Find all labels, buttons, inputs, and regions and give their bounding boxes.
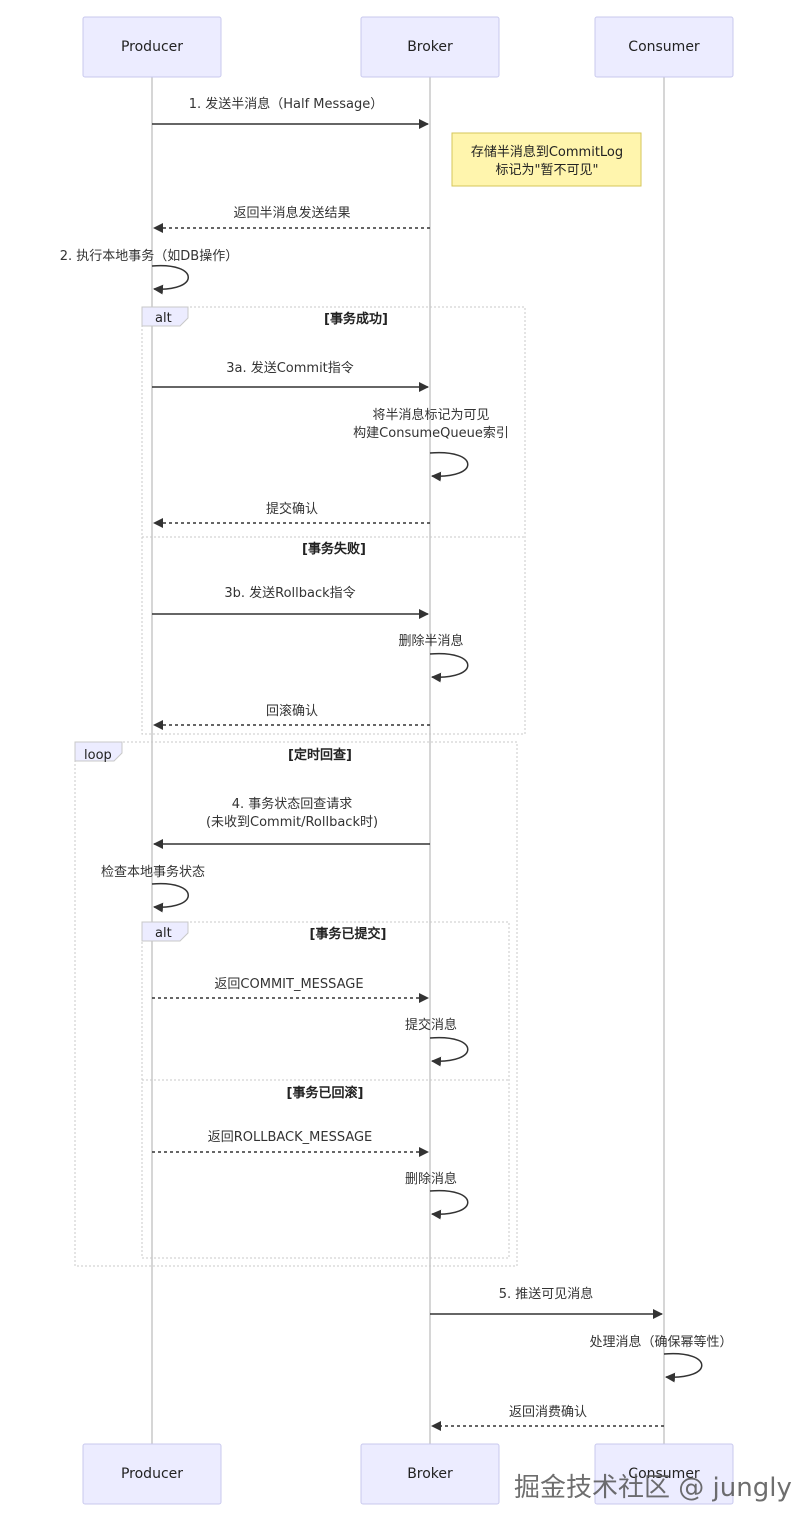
actor-consumer-bottom: Consumer: [594, 1443, 734, 1505]
message-label: 处理消息（确保幂等性）: [589, 1334, 732, 1350]
message-label: 4. 事务状态回查请求: [232, 796, 353, 812]
frame-tag-label: alt: [155, 311, 172, 326]
frame-tag-label: alt: [155, 926, 172, 941]
loop-frame: loop [定时回查]: [74, 741, 518, 1267]
message-label: 删除消息: [405, 1171, 457, 1187]
frame-condition: [定时回查]: [288, 747, 352, 763]
frame-condition: [事务失败]: [302, 541, 366, 557]
message-label: (未收到Commit/Rollback时): [206, 815, 378, 830]
self-message-arrow: [663, 1352, 703, 1383]
self-message-arrow: [151, 882, 189, 913]
message-label: 5. 推送可见消息: [499, 1286, 594, 1302]
self-message-arrow: [429, 1036, 469, 1067]
alt-frame-2: alt [事务已提交] [事务已回滚]: [141, 921, 510, 1259]
actor-label: Broker: [407, 1466, 453, 1482]
self-message-arrow: [429, 451, 469, 482]
watermark: 掘金技术社区 @ jungly: [514, 1473, 792, 1503]
actor-producer-top: Producer: [82, 16, 222, 78]
message-label: 构建ConsumeQueue索引: [353, 426, 509, 441]
message-label: 回滚确认: [266, 703, 318, 719]
actor-label: Consumer: [628, 39, 700, 55]
message-label: 返回COMMIT_MESSAGE: [214, 977, 363, 992]
actor-label: Producer: [121, 1466, 183, 1482]
message-label: 1. 发送半消息（Half Message）: [189, 96, 384, 112]
message-label: 将半消息标记为可见: [372, 407, 489, 423]
note: 存储半消息到CommitLog 标记为"暂不可见": [451, 132, 642, 187]
frame-condition: [事务已回滚]: [287, 1085, 364, 1101]
message-label: 返回ROLLBACK_MESSAGE: [208, 1130, 373, 1145]
actor-broker-bottom: Broker: [360, 1443, 500, 1505]
frame-condition: [事务已提交]: [310, 926, 387, 942]
frame-condition: [事务成功]: [324, 311, 388, 327]
actor-label: Producer: [121, 39, 183, 55]
alt-frame-1: alt [事务成功] [事务失败]: [141, 306, 526, 735]
message-label: 3a. 发送Commit指令: [226, 360, 354, 376]
actor-label: Consumer: [628, 1466, 700, 1482]
message-label: 提交消息: [405, 1017, 457, 1033]
message-label: 3b. 发送Rollback指令: [224, 585, 355, 601]
self-message-arrow: [429, 1189, 469, 1220]
actor-label: Broker: [407, 39, 453, 55]
frame-tag-label: loop: [84, 748, 112, 763]
self-message-arrow: [429, 652, 469, 683]
message-label: 2. 执行本地事务（如DB操作）: [60, 248, 238, 264]
self-message-arrow: [151, 264, 189, 295]
message-label: 删除半消息: [398, 633, 463, 649]
note-line: 标记为"暂不可见": [496, 163, 599, 178]
actor-consumer-top: Consumer: [594, 16, 734, 78]
message-label: 返回消费确认: [509, 1405, 587, 1420]
message-label: 检查本地事务状态: [101, 864, 205, 880]
message-label: 提交确认: [266, 501, 318, 517]
actor-broker-top: Broker: [360, 16, 500, 78]
note-line: 存储半消息到CommitLog: [471, 144, 623, 160]
message-label: 返回半消息发送结果: [233, 205, 350, 221]
actor-producer-bottom: Producer: [82, 1443, 222, 1505]
